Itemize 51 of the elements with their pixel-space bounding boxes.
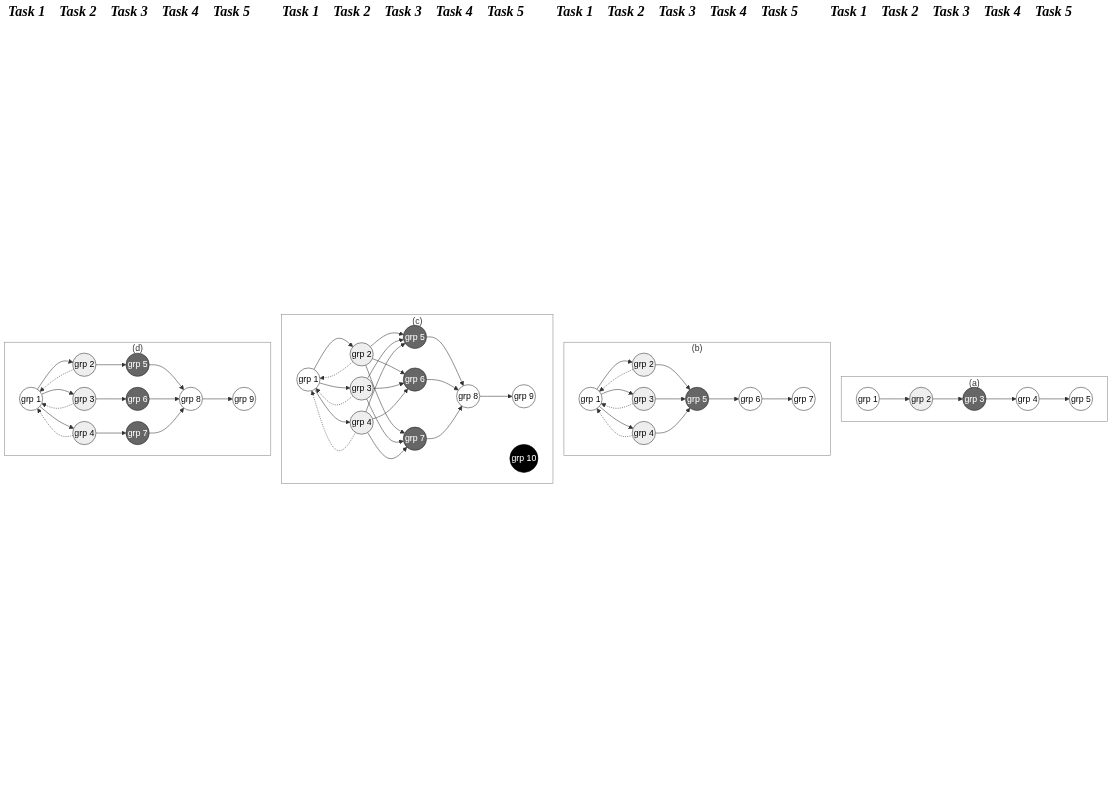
node-circle: grp 5: [685, 387, 709, 411]
column-heading: Task 2: [59, 4, 97, 20]
column-heading: Task 5: [760, 4, 799, 20]
node-circle: grp 2: [631, 352, 656, 377]
column-heading: Task 1: [8, 4, 46, 20]
node-circle: grp 6: [403, 367, 427, 392]
column-heading: Task 5: [1034, 4, 1073, 20]
column-heading: Task 5: [486, 4, 525, 20]
node-circle: grp 2: [349, 342, 374, 367]
node-circle: grp 5: [1069, 387, 1093, 411]
node-circle: grp 10: [509, 444, 539, 473]
node-circle: grp 6: [125, 387, 150, 411]
node-circle: grp 3: [631, 387, 656, 411]
column-heading: Task 3: [932, 4, 970, 20]
node-circle: grp 1: [19, 387, 43, 411]
node-circle: grp 1: [296, 367, 321, 392]
node-circle: grp 1: [578, 387, 603, 411]
node-circle: grp 5: [403, 325, 427, 349]
node-circle: grp 3: [349, 376, 374, 401]
column-heading: Task 4: [161, 4, 199, 20]
node-circle: grp 7: [791, 387, 816, 411]
node-circle: grp 8: [456, 384, 481, 409]
column-heading: Task 3: [658, 4, 696, 20]
column-heading: Task 3: [110, 4, 148, 20]
node-circle: grp 4: [1015, 387, 1040, 411]
node-circle: grp 7: [403, 426, 427, 451]
column-heading: Task 2: [333, 4, 371, 20]
column-heading: Task 3: [384, 4, 422, 20]
column-heading: Task 1: [556, 4, 594, 20]
column-heading: Task 4: [983, 4, 1021, 20]
node-circle: grp 4: [72, 421, 97, 446]
column-heading: Task 2: [881, 4, 919, 20]
node-circle: grp 1: [855, 387, 880, 411]
node-circle: grp 4: [631, 421, 656, 446]
node-circle: grp 8: [179, 387, 203, 411]
column-heading: Task 1: [282, 4, 320, 20]
node-circle: grp 7: [125, 421, 150, 446]
node-circle: grp 3: [72, 387, 97, 411]
node-circle: grp 2: [72, 352, 97, 377]
node-circle: grp 6: [738, 387, 763, 411]
column-heading: Task 5: [212, 4, 251, 20]
column-heading: Task 2: [607, 4, 645, 20]
column-heading: Task 4: [435, 4, 473, 20]
node-circle: grp 4: [349, 410, 374, 435]
column-heading: Task 1: [830, 4, 868, 20]
column-heading: Task 4: [709, 4, 747, 20]
node-circle: grp 5: [125, 352, 150, 377]
node-circle: grp 2: [909, 387, 933, 411]
node-circle: grp 3: [962, 387, 987, 411]
node-circle: grp 9: [232, 387, 257, 411]
node-circle: grp 9: [512, 384, 536, 409]
